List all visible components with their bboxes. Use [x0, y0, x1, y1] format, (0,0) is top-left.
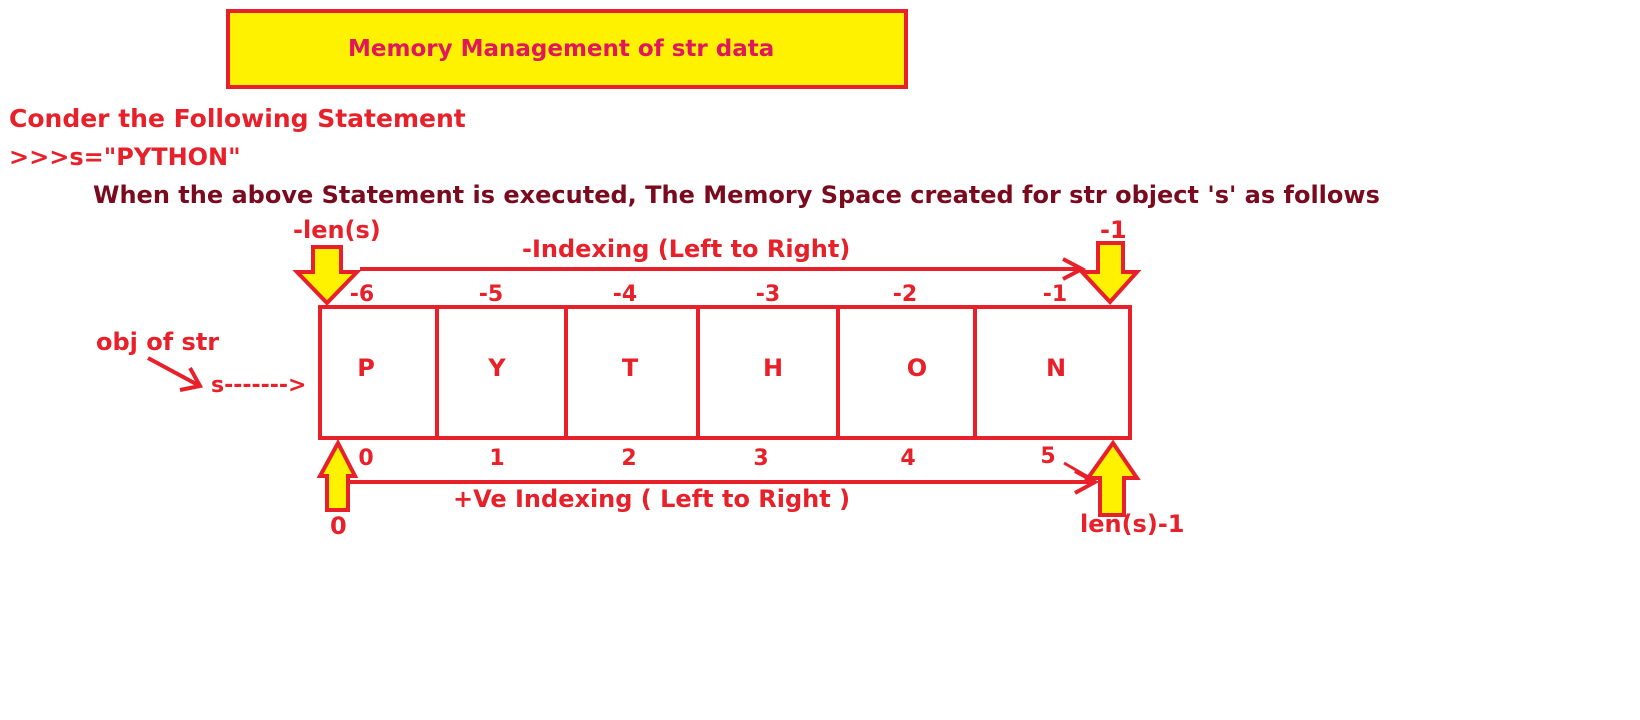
connector-line [1063, 461, 1091, 480]
neg-indexing-label: -Indexing (Left to Right) [522, 235, 851, 263]
neg-end-label: -1 [1100, 216, 1127, 244]
obj-label: obj of str [96, 328, 220, 356]
neg-index: -3 [755, 282, 781, 307]
pos-index: 3 [753, 446, 769, 471]
neg-index: -1 [1042, 282, 1068, 307]
cell-char: H [762, 354, 784, 382]
obj-pointer-arrowhead [179, 367, 204, 392]
pos-index: 5 [1040, 444, 1056, 469]
statement: >>>s="PYTHON" [9, 143, 241, 171]
pos-indexing-label: +Ve Indexing ( Left to Right ) [453, 485, 851, 513]
neg-index: -4 [612, 282, 638, 307]
heading: Conder the Following Statement [9, 104, 466, 133]
obj-pointer-arrow [147, 356, 199, 387]
description: When the above Statement is executed, Th… [93, 181, 1380, 209]
neg-index: -6 [349, 282, 375, 307]
cell-char: N [1045, 354, 1067, 382]
cell-char: Y [488, 354, 506, 382]
down-arrow-right [1077, 241, 1142, 305]
pos-end-label: len(s)-1 [1080, 510, 1185, 538]
ref-label: s-------> [211, 373, 307, 398]
cell-char: T [621, 354, 639, 382]
neg-start-label: -len(s) [293, 216, 381, 244]
neg-indexing-arrowhead [1062, 257, 1087, 281]
cell-char: P [357, 354, 375, 382]
pos-start-label: 0 [330, 512, 347, 540]
neg-index: -2 [892, 282, 918, 307]
pos-index: 1 [489, 446, 505, 471]
pos-index: 2 [621, 446, 637, 471]
up-arrow-left [316, 438, 359, 512]
down-arrow-left [292, 245, 362, 306]
neg-index: -5 [478, 282, 504, 307]
up-arrow-right [1084, 439, 1141, 517]
memory-block [318, 305, 1132, 440]
title-box: Memory Management of str data [226, 9, 908, 89]
diagram-title: Memory Management of str data [348, 36, 775, 62]
pos-index: 4 [900, 446, 916, 471]
pos-index: 0 [358, 446, 374, 471]
cell-char: O [906, 354, 928, 382]
